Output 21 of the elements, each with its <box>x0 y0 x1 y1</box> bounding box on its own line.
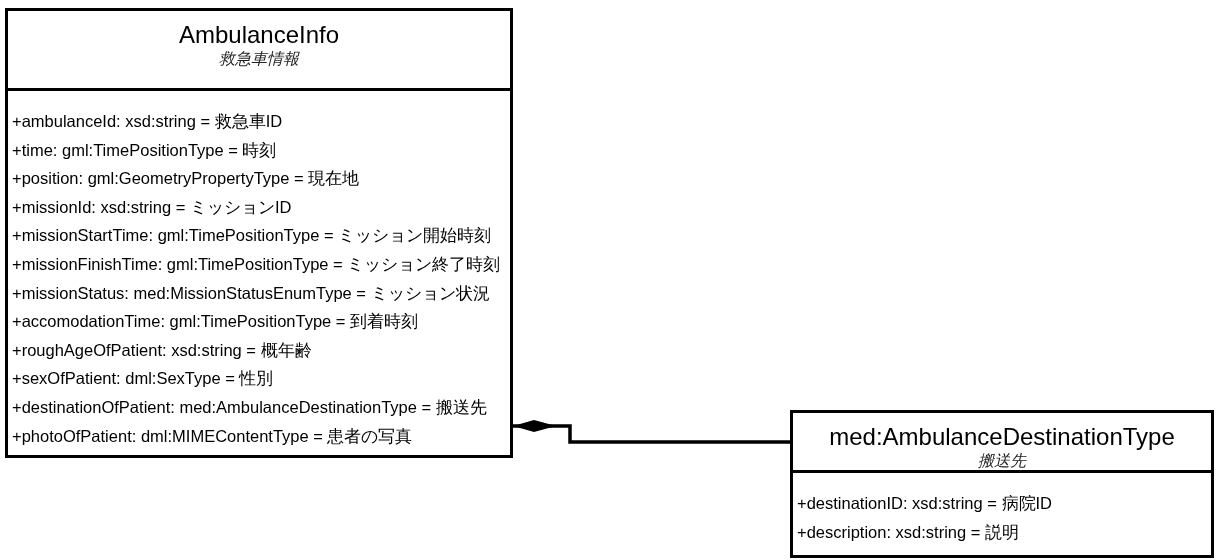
attribute-text: +destinationID: xsd:string = 病院ID <box>797 494 1053 512</box>
class-subtitle: 搬送先 <box>978 451 1026 471</box>
composition-connector <box>513 420 790 444</box>
class-name: AmbulanceInfo <box>178 21 340 49</box>
class-name: med:AmbulanceDestinationType <box>829 423 1175 451</box>
attribute-text: +ambulanceId: xsd:string = 救急車ID <box>12 112 283 130</box>
attribute-text: +missionStatus: med:MissionStatusEnumType = ミッション状況 <box>12 283 490 302</box>
attribute-text: +missionFinishTime: gml:TimePositionType = ミッション終了時刻 <box>12 254 501 273</box>
attribute-text: +sexOfPatient: dml:SexType = 性別 <box>12 369 274 388</box>
attribute-text: +destinationOfPatient: med:AmbulanceDestinationType = 搬送先 <box>12 397 487 416</box>
class-box <box>790 410 1214 558</box>
attribute-text: +missionStartTime: gml:TimePositionType = ミッション開始時刻 <box>12 226 492 245</box>
class-box <box>5 8 513 458</box>
attribute-text: +roughAgeOfPatient: xsd:string = 概年齢 <box>12 340 312 359</box>
class-subtitle: 救急車情報 <box>219 49 299 69</box>
attribute-text: +time: gml:TimePositionType = 時刻 <box>12 140 277 159</box>
attribute-text: +position: gml:GeometryPropertyType = 現在地 <box>12 169 360 188</box>
attribute-text: +photoOfPatient: dml:MIMEContentType = 患者の写真 <box>12 426 413 445</box>
attribute-text: +description: xsd:string = 説明 <box>797 522 1019 541</box>
attribute-text: +missionId: xsd:string = ミッションID <box>12 197 292 216</box>
attribute-text: +accomodationTime: gml:TimePositionType = 到着時刻 <box>12 312 419 331</box>
